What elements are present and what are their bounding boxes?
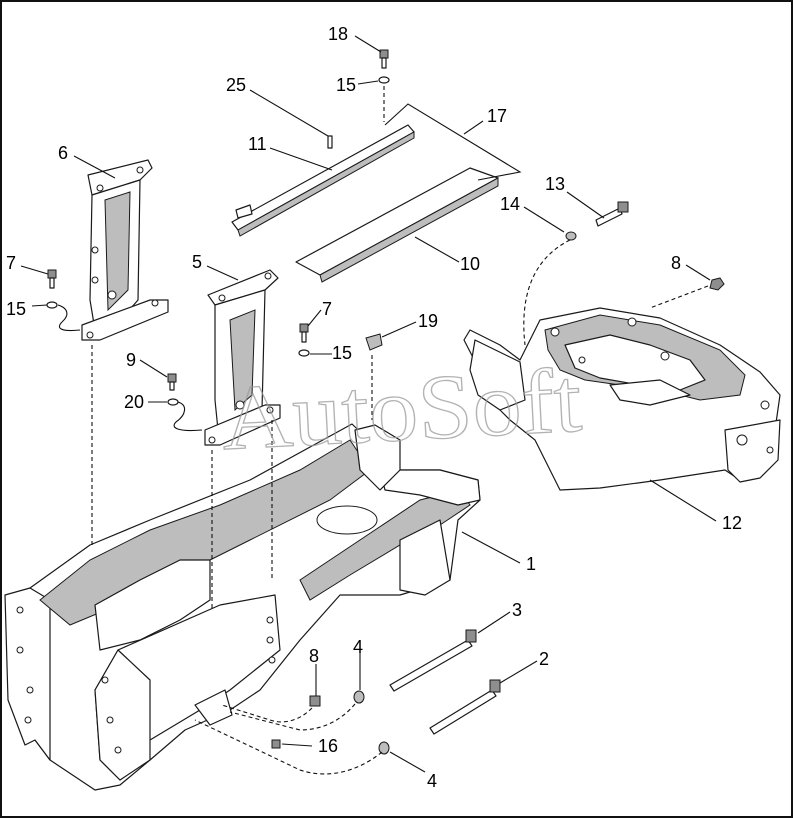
callout-19: 19 bbox=[418, 311, 438, 331]
callout-10: 10 bbox=[460, 254, 480, 274]
callout-5: 5 bbox=[192, 252, 202, 272]
part-1-main-frame bbox=[4, 423, 481, 791]
callout-7: 7 bbox=[322, 299, 332, 319]
callout-8: 8 bbox=[671, 253, 681, 273]
callout-15: 15 bbox=[332, 343, 352, 363]
washer-4-lower bbox=[378, 741, 390, 755]
bolt-18 bbox=[379, 49, 389, 69]
callout-11: 11 bbox=[248, 134, 267, 154]
callout-8: 8 bbox=[309, 646, 319, 666]
callout-4: 4 bbox=[427, 771, 437, 791]
callout-6: 6 bbox=[58, 143, 68, 163]
nut-8-bottom bbox=[309, 695, 321, 707]
callout-15: 15 bbox=[6, 299, 26, 319]
bolt-9 bbox=[167, 373, 177, 391]
callout-4: 4 bbox=[353, 637, 363, 657]
washer-4-upper bbox=[353, 690, 365, 704]
washer-15-mid bbox=[298, 349, 310, 357]
callout-15: 15 bbox=[336, 75, 356, 95]
part-10-rail bbox=[295, 167, 499, 283]
part-12-front-support bbox=[463, 307, 781, 491]
pin-25 bbox=[327, 135, 333, 149]
callout-13: 13 bbox=[545, 174, 565, 194]
callout-17: 17 bbox=[487, 106, 507, 126]
bolt-3 bbox=[389, 629, 477, 692]
callout-25: 25 bbox=[226, 75, 246, 95]
washer-20 bbox=[167, 398, 179, 406]
callout-3: 3 bbox=[512, 600, 522, 620]
washer-15-left bbox=[46, 301, 58, 309]
plug-16 bbox=[271, 739, 281, 749]
assembly-lines bbox=[57, 86, 709, 775]
nut-8-top bbox=[709, 277, 725, 291]
watermark-text: AutoSoft bbox=[219, 349, 584, 470]
callout-16: 16 bbox=[318, 736, 338, 756]
washer-15-top bbox=[378, 76, 390, 84]
bolt-7-left bbox=[47, 269, 57, 289]
callout-12: 12 bbox=[722, 513, 742, 533]
callout-leaders bbox=[20, 35, 717, 773]
plug-19 bbox=[365, 333, 383, 351]
callout-2: 2 bbox=[539, 649, 549, 669]
callout-1: 1 bbox=[526, 554, 536, 574]
callout-14: 14 bbox=[500, 194, 520, 214]
part-5-bracket bbox=[204, 269, 281, 446]
bolt-7-mid bbox=[299, 323, 309, 343]
callout-7: 7 bbox=[6, 253, 16, 273]
callout-20: 20 bbox=[124, 392, 144, 412]
washer-14 bbox=[565, 231, 577, 241]
callout-9: 9 bbox=[126, 350, 136, 370]
part-6-bracket bbox=[81, 159, 169, 341]
callout-numbers: 18 25 15 17 11 6 13 14 7 5 10 8 15 7 19 … bbox=[6, 24, 742, 791]
part-11-rail bbox=[231, 124, 415, 237]
bolt-13 bbox=[595, 201, 629, 227]
bolt-2 bbox=[429, 679, 501, 735]
callout-18: 18 bbox=[328, 24, 348, 44]
